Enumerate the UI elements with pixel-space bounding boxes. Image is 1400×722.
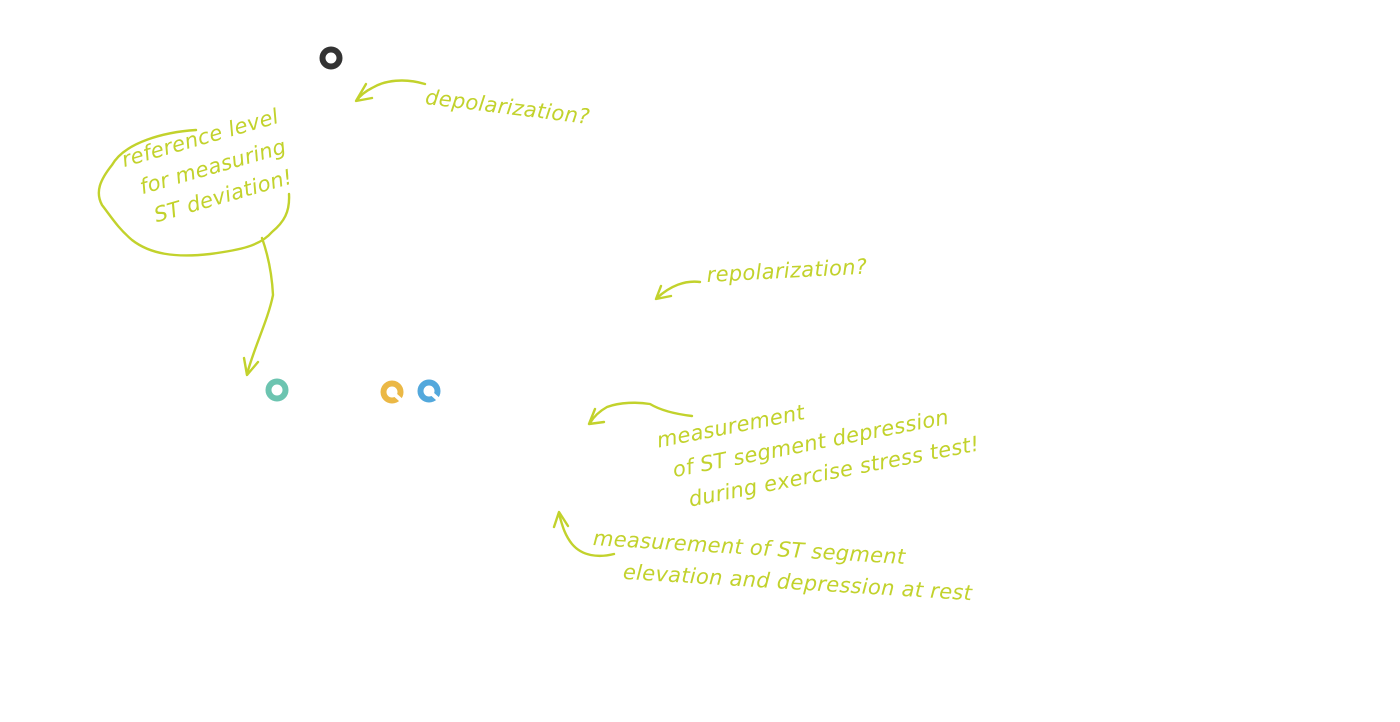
reference-bubble <box>97 128 291 257</box>
exercise-arrowhead <box>587 407 606 426</box>
depolarization-arrow <box>355 79 427 102</box>
marker-dark <box>319 46 343 70</box>
marker-blue-gap <box>428 390 441 402</box>
marker-yellow-gap <box>391 391 404 403</box>
marker-teal <box>265 378 289 402</box>
repolarization-arrowhead <box>654 284 673 301</box>
reference-arrow <box>245 236 275 376</box>
rest-arrowhead <box>552 510 570 529</box>
reference-arrowhead <box>242 356 260 377</box>
exercise-arrow <box>588 401 694 425</box>
depolarization-arrowhead <box>354 82 374 103</box>
repolarization-arrow <box>655 280 702 300</box>
rest-arrow <box>557 512 616 558</box>
